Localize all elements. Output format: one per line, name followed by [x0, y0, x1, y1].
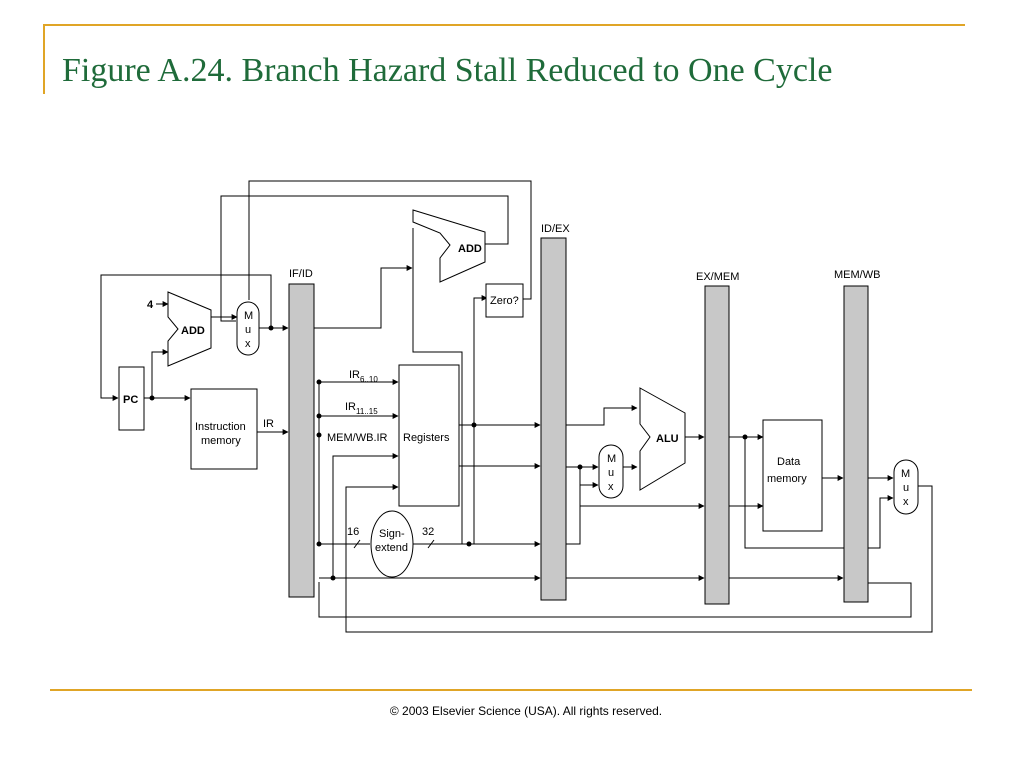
- if-id-label: IF/ID: [289, 268, 313, 280]
- wire-zero-to-mux-select: [248, 180, 532, 300]
- ir-11-15-label: IR11..15: [345, 401, 378, 416]
- wire-wb-ir-loop: [318, 582, 912, 618]
- wb-mux-letter-x: x: [903, 496, 909, 508]
- wire-to-zero: [473, 295, 488, 544]
- data-memory-label-2: memory: [767, 473, 807, 485]
- wire-pc-to-adder: [144, 349, 169, 399]
- width-16-label: 16: [347, 526, 359, 538]
- pc-mux: [236, 301, 260, 356]
- sign-extend-label-1: Sign-: [379, 528, 405, 540]
- branch-adder-label: ADD: [458, 243, 482, 255]
- wire-sext-to-branch-add: [412, 228, 463, 544]
- pc-adder: [167, 291, 212, 367]
- pc-mux-letter-m: M: [244, 310, 253, 322]
- id-ex-register: [540, 237, 567, 601]
- instruction-memory-label-2: memory: [201, 435, 241, 447]
- constant-four-label: 4: [147, 299, 154, 311]
- ex-mem-label: EX/MEM: [696, 271, 739, 283]
- alu-shape: [639, 387, 686, 491]
- wire-wb-data-loop: [345, 484, 933, 633]
- instruction-memory-label-1: Instruction: [195, 421, 246, 433]
- width-16-slash: [353, 539, 361, 549]
- pc-box: [118, 366, 145, 431]
- top-rule: [43, 24, 965, 26]
- slide-title: Figure A.24. Branch Hazard Stall Reduced…: [62, 52, 833, 89]
- branch-adder: [412, 209, 486, 283]
- wb-mux-letter-u: u: [903, 482, 909, 494]
- alu-label: ALU: [656, 433, 679, 445]
- ir-6-10-label: IR6..10: [349, 369, 378, 384]
- ir-label: IR: [263, 418, 274, 430]
- zero-test-box: [485, 283, 524, 318]
- pc-mux-letter-u: u: [245, 324, 251, 336]
- mem-wb-label: MEM/WB: [834, 269, 880, 281]
- data-memory-label-1: Data: [777, 456, 801, 468]
- wire-pc-feedback: [100, 274, 272, 401]
- wire-memwb-ir: [332, 453, 399, 578]
- width-32-slash: [427, 539, 435, 549]
- zero-test-label: Zero?: [490, 295, 519, 307]
- alu-mux-letter-m: M: [607, 453, 616, 465]
- pc-mux-letter-x: x: [245, 338, 251, 350]
- registers-box: [398, 364, 460, 507]
- alu-mux-letter-u: u: [608, 467, 614, 479]
- copyright-notice: © 2003 Elsevier Science (USA). All right…: [389, 704, 663, 718]
- wb-mux-letter-m: M: [901, 468, 910, 480]
- if-id-register: [288, 283, 315, 598]
- left-rule: [43, 24, 45, 94]
- instruction-memory-box: [190, 388, 258, 470]
- ex-mem-register: [704, 285, 730, 605]
- wire-branch-target-to-mux: [220, 195, 509, 322]
- pc-adder-label: ADD: [181, 325, 205, 337]
- wire-idex-to-alu-a: [566, 405, 638, 426]
- writeback-mux: [893, 459, 919, 515]
- data-memory-box: [762, 419, 823, 532]
- alu-input-mux: [598, 444, 624, 499]
- width-32-label: 32: [422, 526, 434, 538]
- junction-dots: [149, 325, 748, 581]
- alu-mux-letter-x: x: [608, 481, 614, 493]
- id-ex-label: ID/EX: [541, 223, 570, 235]
- wires: [100, 180, 933, 633]
- wire-b-to-exmem: [579, 467, 705, 509]
- registers-label: Registers: [403, 432, 450, 444]
- pc-label: PC: [123, 394, 138, 406]
- mem-wb-ir-label: MEM/WB.IR: [327, 432, 388, 444]
- bottom-rule: [50, 689, 972, 691]
- wire-idex-imm-to-mux: [566, 482, 599, 545]
- wire-ifid-to-branch-add: [314, 265, 413, 329]
- wire-exmem-bypass: [744, 437, 894, 549]
- sign-extend-ellipse: [370, 510, 414, 578]
- mem-wb-register: [843, 285, 869, 603]
- sign-extend-label-2: extend: [375, 542, 408, 554]
